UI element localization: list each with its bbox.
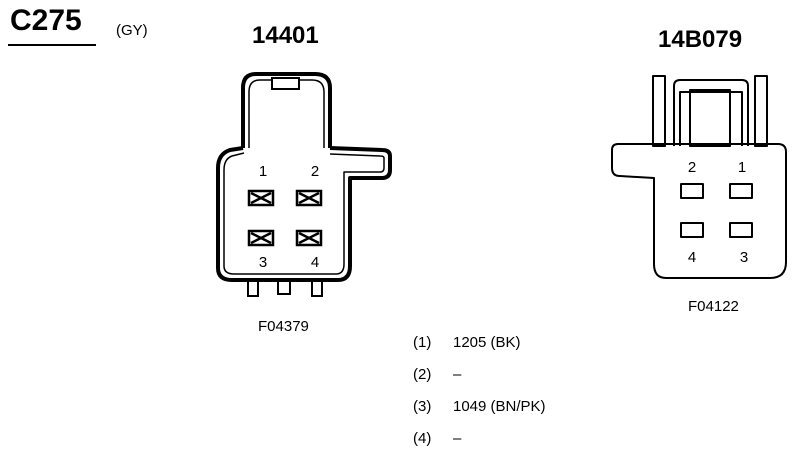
right-figure-id: F04122 bbox=[688, 298, 739, 315]
connector-color-code: (GY) bbox=[116, 22, 148, 39]
left-cavity bbox=[247, 229, 275, 247]
pinout-row: (3) 1049 (BN/PK) bbox=[413, 398, 546, 430]
pinout-row: (4) – bbox=[413, 430, 546, 462]
left-cavity bbox=[247, 189, 275, 207]
left-body-inner bbox=[223, 152, 385, 275]
left-cavity bbox=[295, 189, 323, 207]
right-latch-bridge-inner bbox=[679, 91, 743, 146]
right-latch-post bbox=[754, 75, 768, 147]
left-latch-inner bbox=[248, 79, 325, 148]
right-latch-slot bbox=[689, 89, 731, 147]
left-cavity-label: 4 bbox=[311, 254, 319, 271]
pinout-row: (2) – bbox=[413, 366, 546, 398]
right-cavity-label: 2 bbox=[688, 159, 696, 176]
left-latch-tab bbox=[241, 72, 332, 148]
left-cavity-label: 3 bbox=[259, 254, 267, 271]
right-cavity bbox=[680, 222, 704, 238]
pin-circuit: 1205 (BK) bbox=[453, 334, 521, 351]
right-latch-bridge bbox=[673, 79, 749, 146]
pin-circuit: 1049 (BN/PK) bbox=[453, 398, 546, 415]
left-connector-drawing bbox=[216, 72, 392, 297]
right-connector-drawing bbox=[611, 75, 787, 279]
left-body-outline bbox=[216, 146, 392, 282]
connector-id: C275 bbox=[10, 4, 82, 37]
left-cavity-label: 1 bbox=[259, 163, 267, 180]
left-figure-id: F04379 bbox=[258, 318, 309, 335]
right-latch-post bbox=[652, 75, 666, 147]
left-latch-slot bbox=[271, 77, 300, 90]
pin-number: (3) bbox=[413, 398, 432, 415]
right-part-number: 14B079 bbox=[658, 26, 743, 53]
left-cavity-label: 2 bbox=[311, 163, 319, 180]
right-cavity bbox=[680, 183, 704, 199]
pin-circuit: – bbox=[453, 430, 462, 447]
pin-number: (2) bbox=[413, 366, 432, 383]
left-pin-foot bbox=[311, 279, 323, 297]
right-cavity-label: 3 bbox=[740, 249, 748, 266]
left-pin-foot bbox=[277, 279, 291, 295]
right-cavity-label: 1 bbox=[738, 159, 746, 176]
right-body-outline bbox=[611, 143, 787, 279]
left-pin-foot bbox=[247, 279, 259, 297]
title-underline bbox=[8, 44, 96, 46]
left-cavity bbox=[295, 229, 323, 247]
pin-number: (4) bbox=[413, 430, 432, 447]
pinout-row: (1) 1205 (BK) bbox=[413, 334, 546, 366]
right-cavity bbox=[729, 183, 753, 199]
right-cavity bbox=[729, 222, 753, 238]
pinout-table: (1) 1205 (BK) (2) – (3) 1049 (BN/PK) (4)… bbox=[413, 334, 546, 462]
left-part-number: 14401 bbox=[252, 22, 319, 49]
right-cavity-label: 4 bbox=[688, 249, 696, 266]
pin-number: (1) bbox=[413, 334, 432, 351]
pin-circuit: – bbox=[453, 366, 462, 383]
